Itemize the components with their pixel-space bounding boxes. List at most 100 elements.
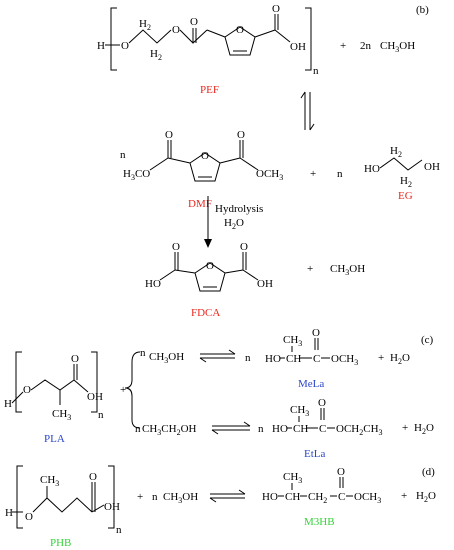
phb-plus: +	[137, 491, 143, 503]
pla-n: n	[98, 409, 104, 421]
panel-b-label: (b)	[416, 4, 429, 16]
m3hb-o: O	[337, 466, 345, 478]
plus-d2: +	[401, 490, 407, 502]
eq-arrow-d-top-head	[238, 489, 246, 495]
m3hb-ho: HO	[262, 491, 278, 503]
plus-c1: +	[378, 352, 384, 364]
methanol-2: CH3OH	[330, 263, 365, 277]
plus-3: +	[307, 263, 313, 275]
pef-right-bracket	[305, 7, 312, 71]
phb-oh-bond	[91, 504, 105, 513]
methanol-1: CH3OH	[380, 40, 415, 54]
phb-o: O	[25, 511, 33, 523]
pef-h2b: H2	[150, 48, 162, 62]
eg-n: n	[337, 168, 343, 180]
panel-c-label: (c)	[421, 334, 434, 346]
eg-chain	[379, 157, 423, 171]
pef-h2a: H2	[139, 18, 151, 32]
eg-name: EG	[398, 190, 413, 202]
etla-och2ch3: OCH2CH3	[336, 423, 383, 437]
fdca-ring-link-1	[174, 269, 196, 274]
water-c2: H2O	[414, 422, 434, 436]
dmf-h3co: H3CO	[123, 168, 150, 182]
etla-c: C	[319, 423, 326, 435]
eg-h2a: H2	[390, 145, 402, 159]
dmf-ring-link-1	[167, 157, 191, 164]
plus-c2: +	[402, 422, 408, 434]
water-d: H2O	[416, 490, 436, 504]
pef-oring: O	[236, 24, 244, 36]
hydrolysis-water: H2O	[224, 217, 244, 231]
phb-ch3: CH3	[40, 474, 59, 488]
pla-o: O	[23, 384, 31, 396]
methanol-c: CH3OH	[149, 351, 184, 365]
phb-oh: OH	[104, 501, 120, 513]
dmf-oring: O	[201, 150, 209, 162]
phb-oco: O	[89, 471, 97, 483]
fdca-o1: O	[172, 241, 180, 253]
n-2: n	[245, 352, 251, 364]
etla-o: O	[318, 397, 326, 409]
dmf-furan-ring	[189, 152, 221, 182]
pef-left-bracket	[110, 7, 117, 71]
m3hb-ch3: CH3	[283, 471, 302, 485]
mela-och3: OCH3	[331, 353, 358, 367]
pef-name: PEF	[200, 84, 219, 96]
etla-ch: CH	[293, 423, 308, 435]
fdca-name: FDCA	[191, 307, 220, 319]
water-c1: H2O	[390, 352, 410, 366]
eq-arrow-c2-bottom-head	[211, 429, 219, 435]
panel-d-label: (d)	[422, 466, 435, 478]
brace	[124, 351, 141, 429]
eg-ho: HO	[364, 163, 380, 175]
dmf-o1: O	[165, 129, 173, 141]
fdca-oring: O	[206, 260, 214, 272]
eg-h2b: H2	[400, 175, 412, 189]
mela-ch3: CH3	[283, 334, 302, 348]
phb-n: n	[116, 524, 122, 536]
dmf-bond-1	[149, 157, 169, 171]
phb-name: PHB	[50, 537, 71, 549]
pla-h: H	[4, 398, 12, 410]
fdca-o2: O	[240, 241, 248, 253]
phb-left-bracket	[16, 465, 23, 529]
plus-2: +	[310, 168, 316, 180]
fdca-oh: OH	[257, 278, 273, 290]
n-d1: n	[152, 491, 158, 503]
pef-chain	[128, 29, 172, 44]
mela-name: MeLa	[298, 378, 324, 390]
m3hb-c: C	[338, 491, 345, 503]
pla-bond-1	[11, 391, 24, 404]
coefficient-2n: 2n	[360, 40, 372, 52]
plus-1: +	[340, 40, 346, 52]
pla-left-bracket	[15, 351, 22, 413]
pla-plus: +	[120, 384, 126, 396]
hydrolysis-label: Hydrolysis	[215, 203, 263, 215]
pla-name: PLA	[44, 433, 65, 445]
pef-oh-bond	[274, 29, 291, 43]
eg-oh: OH	[424, 161, 440, 173]
etla-name: EtLa	[304, 448, 325, 460]
dmf-bond-2	[239, 157, 259, 171]
pla-ch3: CH3	[52, 408, 71, 422]
phb-chain	[32, 497, 93, 513]
etla-ch3: CH3	[290, 404, 309, 418]
pef-o1: O	[121, 40, 129, 52]
pef-o2: O	[172, 24, 180, 36]
eq-arrow-c1-bottom-head	[199, 357, 207, 363]
eq-arrow-c2-top-head	[243, 421, 251, 427]
ethanol: CH3CH2OH	[142, 423, 197, 437]
pef-ring-link-1	[206, 29, 226, 38]
n-1: n	[140, 347, 146, 359]
dmf-name: DMF	[188, 198, 212, 210]
arrow-head-down	[309, 123, 315, 131]
hydrolysis-arrowhead	[204, 239, 212, 248]
pef-ocarb2: O	[272, 3, 280, 15]
eq-arrow-c1-top-head	[228, 349, 236, 355]
pla-oh: OH	[87, 391, 103, 403]
dmf-och3: OCH3	[256, 168, 283, 182]
pef-n: n	[313, 65, 319, 77]
mela-ch: CH	[286, 353, 301, 365]
pla-oco: O	[71, 353, 79, 365]
methanol-d: CH3OH	[163, 491, 198, 505]
